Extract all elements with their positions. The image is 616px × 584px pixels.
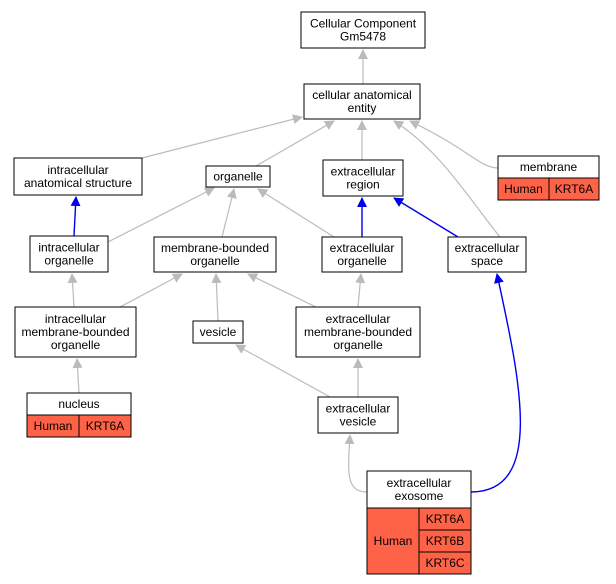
- node-label-line: organelle: [337, 254, 387, 268]
- node-label-line: extracellular: [331, 165, 396, 179]
- edge-extracellular-membrane-bounded-organelle-to-extracellular-organelle: [355, 273, 366, 308]
- node-label-line: anatomical structure: [24, 176, 132, 190]
- species-label: Human: [374, 534, 413, 548]
- node-label-line: organelle: [190, 254, 240, 268]
- node-box: [153, 236, 277, 273]
- node-box: [295, 306, 421, 358]
- node-label-line: membrane: [520, 160, 578, 174]
- edge-layer: [67, 49, 522, 493]
- edge-intracellular-organelle-to-organelle: [107, 187, 215, 243]
- node-box: [303, 83, 421, 120]
- node-label-line: vesicle: [340, 415, 377, 429]
- node-label-line: extracellular: [330, 241, 395, 255]
- edge-extracellular-exosome-to-extracellular-space: [470, 273, 522, 493]
- node-box: [321, 236, 403, 273]
- node-box: [317, 396, 399, 434]
- edge-vesicle-to-membrane-bounded-organelle: [211, 273, 222, 322]
- node-label-line: extracellular: [455, 241, 520, 255]
- edge-intracellular-membrane-bounded-organelle-to-membrane-bounded-organelle: [119, 273, 183, 308]
- node-label-line: nucleus: [58, 397, 99, 411]
- edge-extracellular-exosome-to-extracellular-vesicle: [344, 434, 368, 493]
- node-label-line: space: [471, 254, 503, 268]
- node-organelle[interactable]: organelle: [205, 165, 271, 188]
- node-label-line: entity: [348, 101, 377, 115]
- node-box: [447, 236, 527, 273]
- gene-label: KRT6B: [426, 534, 464, 548]
- node-label-line: organelle: [44, 254, 94, 268]
- node-label-line: extracellular: [326, 402, 391, 416]
- gene-label: KRT6A: [555, 182, 593, 196]
- node-label-line: membrane-bounded: [21, 325, 129, 339]
- gene-label: KRT6C: [425, 556, 464, 570]
- edge-nucleus-to-intracellular-membrane-bounded-organelle: [72, 358, 83, 394]
- node-box: [29, 235, 109, 273]
- node-label-line: Gm5478: [340, 30, 386, 44]
- node-label-line: intracellular: [38, 241, 99, 255]
- node-box: [205, 165, 271, 188]
- species-label: Human: [504, 182, 543, 196]
- species-label: Human: [34, 419, 73, 433]
- edge-extracellular-membrane-bounded-organelle-to-membrane-bounded-organelle: [247, 273, 317, 308]
- node-label-line: organelle: [51, 338, 101, 352]
- edge-membrane-to-cellular-anatomical-entity: [409, 120, 499, 169]
- node-label-line: membrane-bounded: [304, 325, 412, 339]
- node-label-line: cellular anatomical: [312, 88, 411, 102]
- gene-label: KRT6A: [426, 512, 464, 526]
- edge-extracellular-space-to-cellular-anatomical-entity: [393, 120, 501, 238]
- edge-intracellular-anatomical-structure-to-cellular-anatomical-entity: [141, 114, 303, 159]
- node-box: [13, 157, 143, 196]
- node-box: [300, 11, 426, 49]
- node-label-line: exosome: [395, 489, 444, 503]
- node-label-line: Cellular Component: [310, 17, 417, 31]
- node-label-line: vesicle: [200, 325, 237, 339]
- node-label-line: intracellular: [47, 163, 108, 177]
- edge-membrane-bounded-organelle-to-organelle: [221, 188, 237, 238]
- node-label-line: extracellular: [326, 312, 391, 326]
- node-vesicle[interactable]: vesicle: [192, 320, 244, 344]
- node-label-line: intracellular: [45, 312, 106, 326]
- edge-organelle-to-cellular-anatomical-entity: [255, 120, 335, 167]
- edge-extracellular-organelle-to-organelle: [257, 188, 335, 238]
- edge-extracellular-space-to-extracellular-region: [393, 197, 459, 238]
- node-box: [322, 159, 404, 197]
- edge-intracellular-organelle-to-intracellular-anatomical-structure: [70, 196, 81, 237]
- node-label-line: extracellular: [387, 476, 452, 490]
- edge-intracellular-membrane-bounded-organelle-to-intracellular-organelle: [67, 273, 78, 308]
- node-label-line: organelle: [333, 338, 383, 352]
- node-label-line: membrane-bounded: [161, 241, 269, 255]
- node-box: [192, 320, 244, 344]
- gene-label: KRT6A: [86, 419, 124, 433]
- node-label-line: region: [346, 178, 379, 192]
- edge-extracellular-vesicle-to-vesicle: [235, 344, 331, 398]
- node-box: [14, 306, 137, 358]
- node-label-line: organelle: [213, 170, 263, 184]
